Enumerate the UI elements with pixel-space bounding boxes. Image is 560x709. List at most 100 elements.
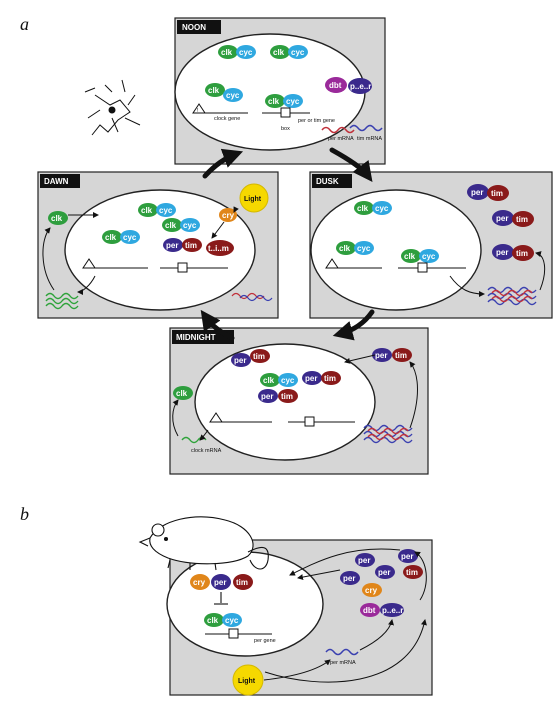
- dawn-tim-degraded: t..i..m: [206, 240, 234, 256]
- midnight-per-tim-1: per tim: [231, 349, 270, 367]
- dawn-clock-mrna-wave: [45, 292, 79, 310]
- b-per-mrna-label: per mRNA: [330, 660, 356, 666]
- svg-text:cyc: cyc: [286, 97, 300, 106]
- svg-text:Light: Light: [238, 678, 256, 685]
- noon-tim-mrna-wave: [349, 124, 383, 132]
- svg-text:per: per: [378, 568, 390, 577]
- panel-dawn-title: DAWN: [44, 177, 69, 186]
- dawn-light: Light: [239, 183, 269, 213]
- svg-text:per: per: [496, 214, 508, 223]
- b-per-outside-1: per: [355, 553, 375, 567]
- svg-text:clk: clk: [165, 221, 177, 230]
- svg-text:t..i..m: t..i..m: [208, 244, 229, 253]
- svg-text:clk: clk: [404, 252, 416, 261]
- dusk-per-mrna-wave: [491, 289, 533, 303]
- b-per-outside-3: per: [340, 571, 360, 585]
- svg-text:tim: tim: [516, 215, 528, 224]
- panel-noon-title: NOON: [182, 23, 206, 32]
- dusk-clk-cyc-2: clk cyc: [336, 241, 374, 255]
- b-per-mrna-wave: [325, 648, 359, 656]
- midnight-clk-cyc: clk cyc: [260, 373, 298, 387]
- svg-text:cry: cry: [365, 586, 378, 595]
- panel-dusk: DUSK: [309, 171, 553, 319]
- svg-text:tim: tim: [281, 392, 293, 401]
- midnight-clk-outside: clk: [173, 386, 193, 400]
- midnight-per-tim-2: per tim: [302, 371, 341, 385]
- dawn-tim-mrna-wave: [239, 294, 273, 302]
- noon-clk-cyc-3: clk cyc: [205, 83, 243, 102]
- svg-text:cyc: cyc: [281, 376, 295, 385]
- dusk-contents: clk cyc clk cyc clk cyc per tim per: [325, 184, 546, 306]
- svg-text:per: per: [234, 356, 246, 365]
- svg-text:per: per: [214, 578, 226, 587]
- noon-tim-mrna-label: tim mRNA: [357, 136, 382, 142]
- svg-text:cyc: cyc: [291, 48, 305, 57]
- dawn-per-tim: per tim: [163, 238, 202, 252]
- midnight-per-mrna-wave: [367, 427, 409, 441]
- svg-text:clk: clk: [221, 48, 233, 57]
- svg-text:dbt: dbt: [329, 81, 342, 90]
- figure-letter-a: a: [20, 14, 29, 34]
- svg-text:cyc: cyc: [159, 206, 173, 215]
- svg-text:per: per: [305, 374, 317, 383]
- noon-box-label: box: [281, 126, 290, 132]
- svg-text:clk: clk: [273, 48, 285, 57]
- dusk-per-tim-3: per tim: [492, 244, 534, 261]
- svg-text:clk: clk: [51, 214, 63, 223]
- svg-text:per: per: [261, 392, 273, 401]
- b-cry-outside: cry: [362, 583, 382, 597]
- b-cry-per-tim: cry per tim: [190, 574, 253, 590]
- noon-clk-cyc-4: clk cyc: [265, 94, 303, 108]
- svg-text:tim: tim: [253, 352, 265, 361]
- dusk-clk-cyc-3: clk cyc: [401, 249, 439, 263]
- svg-text:per: per: [471, 188, 483, 197]
- svg-text:cyc: cyc: [183, 221, 197, 230]
- dawn-clk-cyc-3: clk cyc: [102, 230, 140, 244]
- b-per-gene-label: per gene: [254, 638, 276, 644]
- svg-text:tim: tim: [395, 351, 407, 360]
- noon-contents: clk cyc clk cyc clk cyc clk cyc ! clock …: [192, 45, 383, 142]
- fly-illustration: [84, 79, 141, 136]
- b-per-outside-2: per: [375, 565, 395, 579]
- svg-text:Light: Light: [244, 196, 262, 203]
- svg-text:per: per: [375, 351, 387, 360]
- svg-text:clk: clk: [357, 204, 369, 213]
- b-light: Light: [232, 664, 264, 696]
- svg-text:tim: tim: [185, 241, 197, 250]
- midnight-contents: per tim clk cyc per tim per tim per: [172, 348, 418, 454]
- dawn-cell: [64, 189, 256, 311]
- svg-text:tim: tim: [324, 374, 336, 383]
- dawn-clk-cyc-1: clk cyc: [138, 203, 176, 217]
- b-dbt-per-complex: dbt p..e..r: [360, 603, 404, 617]
- cycle-arrows: [200, 147, 375, 341]
- svg-text:p..e..r: p..e..r: [350, 82, 371, 91]
- svg-text:clk: clk: [263, 376, 275, 385]
- dawn-per-mrna-wave: [231, 292, 265, 300]
- noon-clk-cyc-2: clk cyc: [270, 45, 308, 59]
- svg-text:per: per: [401, 552, 413, 561]
- svg-text:cry: cry: [222, 211, 235, 220]
- b-per-tim-outside: per tim: [398, 549, 423, 579]
- noon-clk-cyc-1: clk cyc: [218, 45, 256, 59]
- svg-text:tim: tim: [491, 189, 503, 198]
- svg-text:per: per: [343, 574, 355, 583]
- panel-midnight-title: MIDNIGHT: [176, 333, 216, 342]
- noon-per-tim-gene-label: per or tim gene: [298, 118, 335, 124]
- svg-text:clk: clk: [176, 389, 188, 398]
- svg-text:per: per: [166, 241, 178, 250]
- dawn-clk-cyc-2: clk cyc: [162, 218, 200, 232]
- svg-text:per: per: [358, 556, 370, 565]
- svg-text:clk: clk: [208, 86, 220, 95]
- dawn-cry: cry: [219, 208, 237, 222]
- dusk-cell: [310, 189, 482, 311]
- midnight-per-tim-3: per tim: [258, 389, 298, 403]
- b-clk-cyc: clk cyc: [204, 613, 242, 627]
- svg-text:clk: clk: [207, 616, 219, 625]
- panel-dusk-title: DUSK: [316, 177, 339, 186]
- svg-text:cry: cry: [193, 578, 206, 587]
- dawn-clk-outside: clk: [48, 211, 68, 225]
- svg-text:clk: clk: [141, 206, 153, 215]
- svg-text:!: !: [197, 108, 199, 114]
- svg-text:cyc: cyc: [226, 91, 240, 100]
- dusk-per-tim-2: per tim: [492, 210, 534, 227]
